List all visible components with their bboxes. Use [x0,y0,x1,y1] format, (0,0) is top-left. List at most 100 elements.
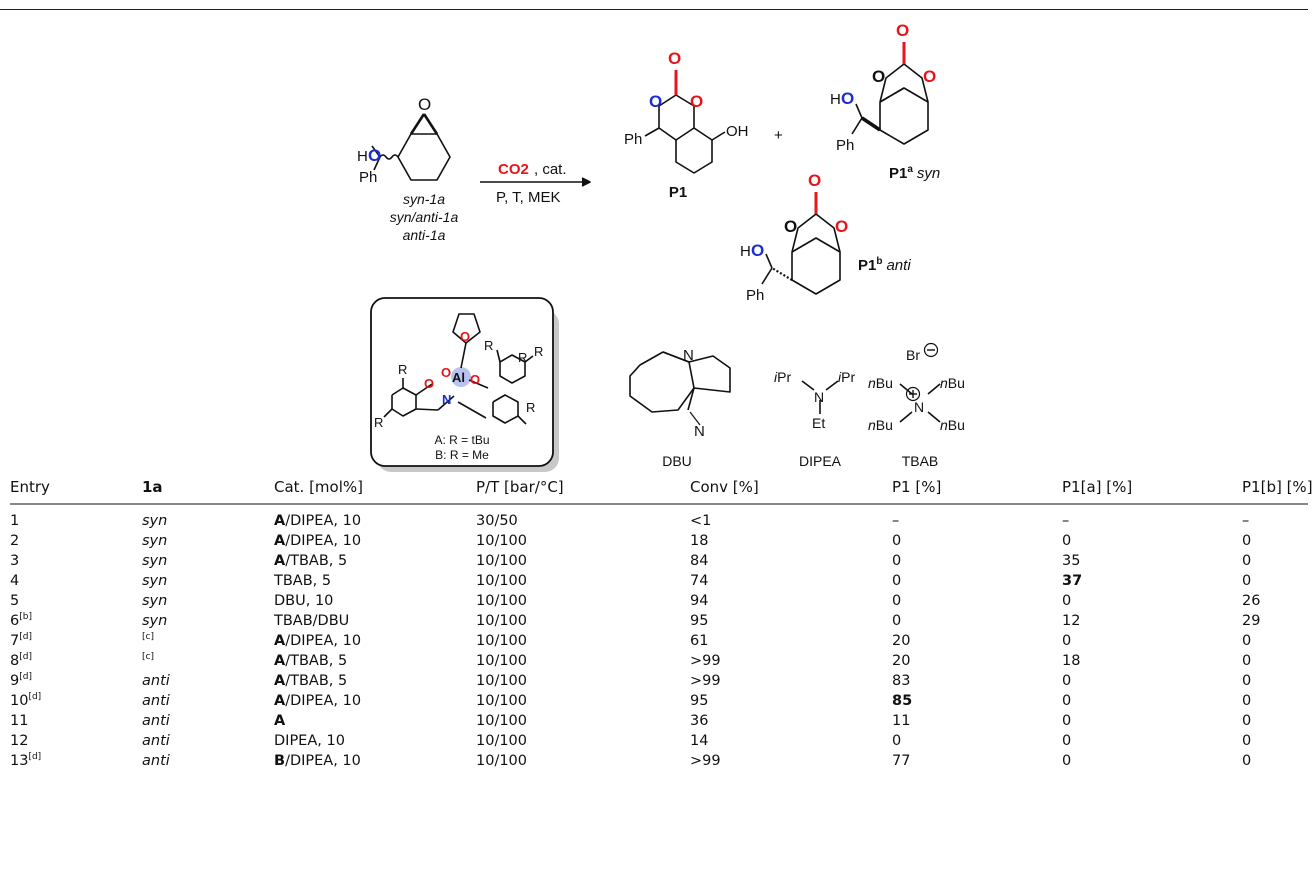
entry-footnote: [b] [19,612,32,622]
cell-substrate: anti [142,673,170,689]
dbu-double-bond [687,387,695,411]
reagent-dipea-label: DIPEA [799,453,842,469]
tbab-bond-ur [927,383,941,395]
cell-entry: 1 [10,513,20,529]
cell-entry: 6[b] [10,612,32,630]
entry-footnote: [d] [28,692,42,702]
catalyst-bold: A [274,653,286,669]
cell-p1a: 12 [1062,613,1081,629]
cell-substrate: syn [142,613,168,629]
cell-p1: 0 [892,573,902,589]
cat-al: Al [452,370,465,385]
cell-p1: 85 [892,693,913,709]
cell-p1b: 0 [1242,713,1252,729]
catalyst-rest: /DIPEA, 10 [285,693,362,709]
cell-p1: 0 [892,613,902,629]
reagent-cat: , cat. [534,161,567,178]
dipea-n: N [814,389,824,405]
epoxide-bond-left [409,113,426,135]
cell-p1a: 37 [1062,573,1083,589]
tbab-nbu-ul: nBu [868,375,893,391]
wavy-bond [379,154,399,160]
cell-p1: 0 [892,733,902,749]
cell-p1b: 0 [1242,653,1252,669]
p1b-h: H [740,243,751,260]
p1a-ph: Ph [836,137,854,154]
cell-substrate: syn [142,593,168,609]
cell-catalyst: A/DIPEA, 10 [274,511,361,531]
results-table: Entry 1a Cat. [mol%] P/T [bar/°C] Conv [… [10,471,1313,771]
cat-r-5: R [518,350,527,365]
cell-substrate: [c] [142,651,154,671]
substrate-ph: Ph [359,169,377,186]
cell-p1a: 35 [1062,553,1081,569]
bond-ar-r-top [496,349,501,363]
p1-ph: Ph [624,131,642,148]
p1b-carbonate [791,213,841,253]
p1a-bond-ho [855,103,863,119]
cell-conversion: >99 [690,653,721,669]
cell-p1a: 0 [1062,753,1072,769]
header-entry: Entry [10,478,50,496]
cell-conversion: >99 [690,753,721,769]
cell-entry: 8[d] [10,652,32,670]
cell-conversion: 36 [690,713,709,729]
tbab-br: Br [906,347,920,363]
catalyst-rest: /DIPEA, 10 [285,633,362,649]
cell-substrate: anti [142,733,170,749]
substrate-label-anti: anti-1a [403,227,446,243]
cell-conversion: 84 [690,553,709,569]
p1-ring-upper [658,94,695,141]
cell-substrate: anti [142,713,170,729]
cell-catalyst: A [274,711,285,731]
al-center-highlight [451,367,471,387]
p1a-bond-ph [851,117,863,135]
cell-substrate: [c] [142,631,154,651]
reaction-scheme: H O Ph O syn-1a syn/anti-1a anti-1a CO2 … [357,21,965,472]
reaction-arrowhead [581,177,591,187]
cell-p1: 0 [892,593,902,609]
p1-ring-o-left: O [649,92,662,111]
cell-p1b: 0 [1242,693,1252,709]
catalyst-rest: /TBAB, 5 [285,673,348,689]
p1b-carbonyl-o: O [808,171,821,190]
tbab-plus-icon [905,386,921,402]
cell-substrate: syn [142,533,168,549]
cell-p1a: 18 [1062,653,1081,669]
thf-o-al [460,342,467,369]
substrate-footnote: [c] [142,632,154,642]
cell-substrate: syn [142,513,168,529]
cat-r-2: R [374,415,383,430]
p1-oh: OH [726,123,749,140]
cell-substrate: anti [142,693,170,709]
cell-substrate: syn [142,553,168,569]
cell-p1a: 0 [1062,633,1072,649]
cell-p1b: 0 [1242,673,1252,689]
cell-p1: 77 [892,753,911,769]
bond-ar-o-left [415,383,433,396]
plus-sign: + [774,127,783,144]
cat-thf-o: O [460,329,470,344]
cell-pt: 10/100 [476,573,528,589]
catalyst-rest: /TBAB, 5 [285,553,348,569]
bond-ar-r-left [383,408,393,418]
catalyst-bold: A [274,693,286,709]
cell-catalyst: B/DIPEA, 10 [274,751,361,771]
p1b-o: O [751,241,764,260]
p1b-hashed-bond [771,267,793,281]
dbu-cn [689,411,701,426]
tbab-bond-lr [927,411,941,423]
entry-footnote: [d] [19,632,32,642]
bond-ar-r-right [524,355,534,363]
substrate-bond-ph [373,156,381,171]
entry-footnote: [d] [19,652,32,662]
header-p1b: P1[b] [%] [1242,478,1313,496]
catalyst-bold: A [274,713,286,729]
